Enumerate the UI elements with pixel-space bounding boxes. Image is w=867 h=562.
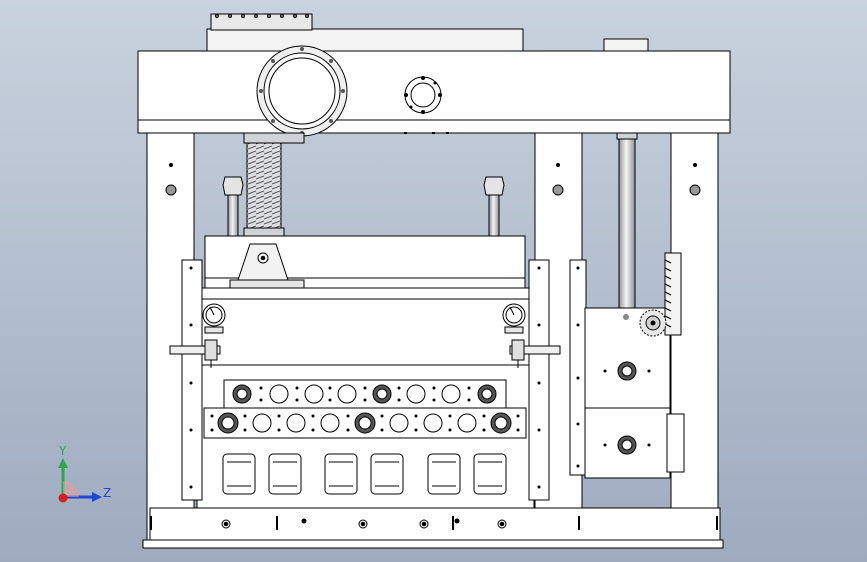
small-top-block xyxy=(603,38,649,52)
orientation-triad: Y Z xyxy=(58,444,111,503)
triad-x-axis-dot xyxy=(58,493,68,503)
top-cover-plate xyxy=(206,28,524,52)
right-clamp-handle[interactable] xyxy=(509,339,561,368)
upper-die-pins xyxy=(259,386,471,402)
cylinder-rod-top xyxy=(616,132,638,140)
press-machine-assembly[interactable] xyxy=(137,13,731,549)
actuator-back-plate xyxy=(569,259,587,476)
triad-z-arrowhead xyxy=(92,492,102,502)
gear-housing-inner xyxy=(268,57,336,125)
base-slots xyxy=(150,516,718,530)
right-guide-nut xyxy=(483,176,505,196)
strap-holes xyxy=(189,266,541,489)
flange-bolt-holes xyxy=(214,13,310,19)
right-side-strap xyxy=(528,259,550,501)
triad-y-label: Y xyxy=(58,444,67,458)
gearbox-screws xyxy=(603,314,651,447)
cylinder-rod xyxy=(618,136,636,310)
mold-cavity-details xyxy=(227,461,502,487)
left-pressure-gauge xyxy=(202,303,226,334)
lead-screw xyxy=(246,142,282,236)
mold-cavities xyxy=(222,453,507,495)
gearbox-upper-bore xyxy=(621,365,633,377)
left-side-strap xyxy=(181,259,203,501)
triad-y-arrowhead xyxy=(58,458,68,468)
pinion-center xyxy=(650,320,656,326)
top-motor-flange xyxy=(210,13,313,31)
upper-die-plate xyxy=(223,379,507,410)
beam-slot-marks xyxy=(404,132,449,134)
base-foot xyxy=(142,539,724,549)
lower-die-pins xyxy=(210,414,520,432)
clevis-base xyxy=(229,279,305,289)
triad-rotation-arc xyxy=(63,481,79,497)
side-port-bolts xyxy=(404,76,442,114)
gear-housing-bolts xyxy=(259,47,345,135)
left-clamp-handle[interactable] xyxy=(169,339,221,368)
left-guide-rod xyxy=(227,194,239,238)
right-guide-rod xyxy=(488,194,500,238)
right-pressure-gauge xyxy=(502,303,526,334)
base-plate xyxy=(149,507,721,541)
gearbox-lower-bore xyxy=(621,439,633,451)
side-port-bore xyxy=(410,82,436,108)
gearbox-side-plate xyxy=(666,413,685,473)
clevis-pin-center xyxy=(260,255,266,261)
gear-housing-base xyxy=(243,132,305,144)
lead-screw-collar xyxy=(243,227,285,237)
triad-z-label: Z xyxy=(103,486,111,500)
left-guide-nut xyxy=(222,176,244,196)
gear-rack xyxy=(664,252,682,336)
upper-die-openings xyxy=(232,384,497,404)
base-bolts xyxy=(221,518,507,529)
column-holes xyxy=(165,163,701,196)
actuator-back-plate-holes xyxy=(576,266,580,468)
lower-die-openings xyxy=(217,412,512,434)
